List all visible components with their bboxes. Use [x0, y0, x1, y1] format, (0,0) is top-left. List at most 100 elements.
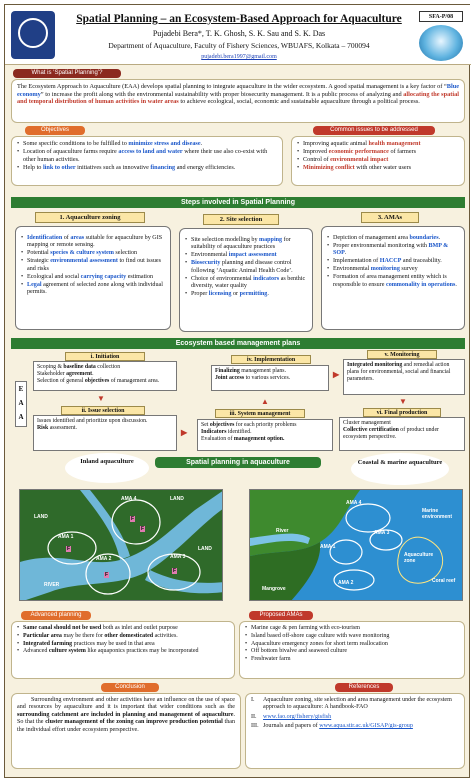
plan-final-label: vi. Final production [363, 408, 441, 417]
what-is-box: The Ecosystem Approach to Aquaculture (E… [11, 79, 465, 123]
issues-label: Common issues to be addressed [313, 126, 435, 135]
aqua-zone-label: Aquaculture zone [404, 552, 434, 565]
reference-link[interactable]: www.fao.org/fishery/gisfish [263, 713, 332, 720]
plan-issue-label: ii. Issue selection [61, 406, 145, 415]
email-link[interactable]: pujadebi.bera1997@gmail.com [201, 54, 277, 60]
step-3-item: Implementation of HACCP and traceability… [327, 258, 459, 266]
issue-item: Improving aquatic animal health manageme… [297, 140, 459, 148]
step-3-box: Depiction of management area boundaries.… [321, 226, 465, 330]
step-1-label: 1. Aquaculture zoning [35, 212, 145, 223]
advanced-item: Advanced culture system like aquaponics … [17, 648, 229, 656]
references-label: References [335, 683, 393, 692]
plan-issue-box: Issues identified and prioritize upon di… [33, 415, 177, 451]
plan-monitoring-label: v. Monitoring [367, 350, 437, 359]
arrow-right-icon: ▶ [333, 370, 340, 379]
plan-system-label: iii. System management [215, 409, 305, 418]
inland-map: AMA 4 AMA 1 AMA 3 AMA 2 LAND LAND LAND R… [19, 489, 223, 601]
department: Department of Aquaculture, Faculty of Fi… [108, 41, 370, 50]
step-1-box: Identification of areas suitable for aqu… [15, 226, 171, 330]
university-logo [11, 11, 55, 59]
proposed-box: Marine cage & pen farming with eco-touri… [239, 621, 465, 679]
land-label: LAND [34, 514, 48, 520]
step-2-item: Proper licensing or permitting. [185, 291, 307, 299]
marine-env-label: Marine environment [422, 508, 453, 521]
plan-initiation-label: i. Initiation [65, 352, 145, 361]
plan-system-box: Set objectives for each priority problem… [197, 419, 333, 451]
steps-bar: Steps involved in Spatial Planning [11, 197, 465, 208]
advanced-box: Same canal should not be used both as in… [11, 621, 235, 679]
farm-marker: F [140, 526, 146, 533]
step-1-item: Ecological and social carrying capacity … [21, 274, 165, 282]
advanced-item: Same canal should not be used both as in… [17, 625, 229, 633]
step-3-label: 3. AMAs [361, 212, 419, 223]
arrow-right-icon: ▶ [181, 428, 188, 437]
objective-item: Help to link to other initiatives such a… [17, 164, 277, 172]
farm-marker: F [130, 516, 136, 523]
proposed-item: Off bottom bivalve and seaweed culture [245, 648, 459, 656]
objectives-box: Some specific conditions to be fulfilled… [11, 136, 283, 186]
proposed-item: Marine cage & pen farming with eco-touri… [245, 625, 459, 633]
plan-final-box: Cluster management Collective certificat… [339, 417, 465, 451]
objective-item: Some specific conditions to be fulfilled… [17, 140, 277, 148]
reference-link[interactable]: www.aqua.stir.ac.uk/GISAP/gis-group [319, 723, 413, 730]
inland-ama-4: AMA 4 [121, 496, 137, 502]
land-label: LAND [170, 496, 184, 502]
step-3-item: Environmental monitoring survey [327, 266, 459, 274]
inland-ama-2: AMA 2 [96, 556, 112, 562]
step-3-item: Depiction of management area boundaries. [327, 235, 459, 243]
what-is-label: What is ‘Spatial Planning’? [13, 69, 121, 78]
globe-emblem-icon [419, 25, 463, 61]
river-label: RIVER [44, 582, 60, 588]
farm-marker: F [104, 572, 110, 579]
land-label: LAND [198, 546, 212, 552]
reference-item: III.Journals and papers of www.aqua.stir… [251, 723, 413, 730]
inland-ama-3: AMA 3 [170, 554, 186, 560]
poster-title: Spatial Planning – an Ecosystem-Based Ap… [76, 13, 402, 25]
step-2-item: Choice of environmental indicators as be… [185, 276, 307, 291]
mangrove-label: Mangrove [262, 586, 286, 592]
issue-item: Control of environmental impact [297, 156, 459, 164]
advanced-item: Integrated farming practices may be used… [17, 641, 229, 649]
proposed-item: Island based off-shore cage culture with… [245, 633, 459, 641]
inland-cloud: Inland aquaculture [65, 453, 149, 483]
advanced-label: Advanced planning [21, 611, 91, 620]
step-2-label: 2. Site selection [203, 214, 279, 225]
authors: Pujadebi Bera*, T. K. Ghosh, S. K. Sau a… [152, 29, 326, 38]
references-box: I.Aquaculture zoning, site selection and… [245, 693, 465, 769]
arrow-up-icon: ▲ [261, 397, 269, 406]
coastal-cloud: Coastal & marine aquaculture [351, 453, 449, 485]
arrow-down-icon: ▼ [97, 394, 105, 403]
farm-marker: F [172, 568, 178, 575]
eba-bar: Ecosystem based management plans [11, 338, 465, 349]
objective-item: Location of aquaculture farms require ac… [17, 148, 277, 163]
coastal-map: AMA 4 AMA 3 AMA 1 AMA 2 River Mangrove M… [249, 489, 463, 601]
plan-implementation-box: Finalizing management plans. Joint acces… [211, 365, 329, 391]
reference-item: I.Aquaculture zoning, site selection and… [251, 697, 452, 711]
conclusion-box: Surrounding environment and other activi… [11, 693, 241, 769]
plan-initiation-box: Scoping & baseline data collection Stake… [33, 361, 177, 391]
coral-label: Coral reef [432, 578, 456, 584]
inland-ama-1: AMA 1 [58, 534, 74, 540]
advanced-item: Particular area may be there for other d… [17, 633, 229, 641]
arrow-down-icon: ▼ [399, 397, 407, 406]
step-1-item: Strategic environmental assessment to fi… [21, 258, 165, 273]
step-3-item: Proper environmental monitoring with BMP… [327, 243, 459, 258]
coastal-ama-1: AMA 1 [320, 544, 336, 550]
step-2-item: Environmental impact assessment [185, 252, 307, 260]
step-1-item: Identification of areas suitable for aqu… [21, 235, 165, 250]
spatial-plan-bar: Spatial planning in aquaculture [155, 457, 321, 468]
plan-monitoring-box: Integrated monitoring and remedial actio… [343, 359, 465, 395]
conclusion-label: Conclusion [101, 683, 159, 692]
header: Spatial Planning – an Ecosystem-Based Ap… [5, 5, 471, 65]
proposed-item: Aquaculture emergency zones for short te… [245, 641, 459, 649]
step-1-item: Potential species & culture system selec… [21, 250, 165, 258]
proposed-label: Proposed AMAs [249, 611, 313, 620]
step-2-item: Site selection modelling by mapping for … [185, 237, 307, 252]
step-1-item: Legal agreement of selected zone along w… [21, 282, 165, 297]
plan-implementation-label: iv. Implementation [231, 355, 311, 364]
poster: Spatial Planning – an Ecosystem-Based Ap… [4, 4, 471, 778]
reference-item: II.www.fao.org/fishery/gisfish [251, 713, 332, 720]
issue-item: Minimizing conflict with other water use… [297, 164, 459, 172]
coastal-ama-4: AMA 4 [346, 500, 362, 506]
